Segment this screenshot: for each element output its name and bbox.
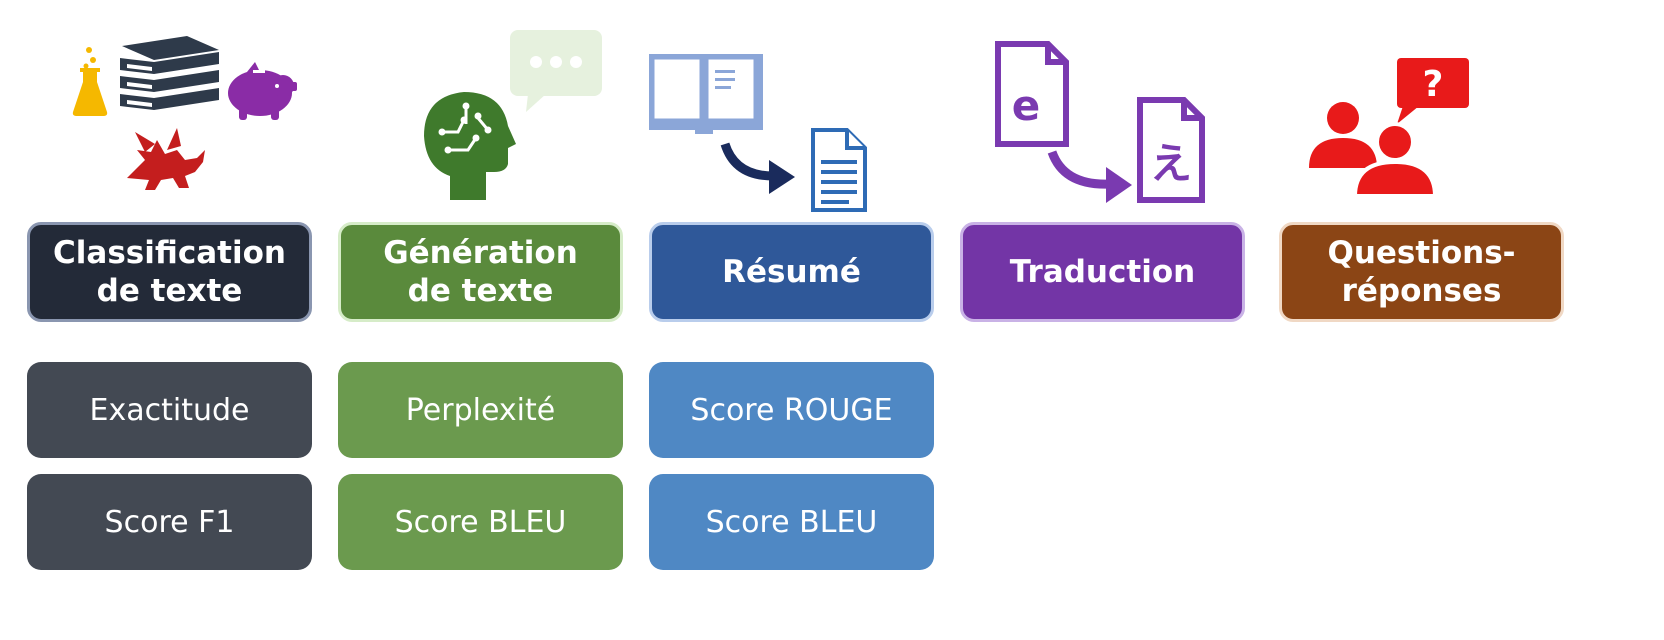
question-bubble-icon: ? bbox=[1397, 58, 1469, 124]
resume-icons bbox=[649, 0, 939, 215]
file-japanese-icon: え bbox=[1137, 97, 1205, 203]
metric-score-bleu-resume: Score BLEU bbox=[649, 474, 934, 570]
open-book-icon bbox=[649, 54, 763, 134]
file-e-icon: e bbox=[995, 41, 1069, 147]
metric-score-bleu-generation: Score BLEU bbox=[338, 474, 623, 570]
arrow-icon bbox=[720, 142, 795, 194]
svg-text:e: e bbox=[1012, 81, 1041, 130]
classification-icons bbox=[27, 0, 317, 215]
ai-head-icon bbox=[424, 92, 516, 200]
dragon-icon bbox=[127, 128, 205, 190]
task-title-resume: Résumé bbox=[649, 222, 934, 322]
people-icon bbox=[1309, 102, 1438, 198]
task-column-generation: Génération de texte Perplexité Score BLE… bbox=[338, 0, 628, 640]
arrow-icon bbox=[1047, 150, 1132, 203]
task-title-traduction: Traduction bbox=[960, 222, 1245, 322]
questions-icons: ? bbox=[1279, 0, 1569, 215]
books-icon bbox=[120, 36, 219, 110]
flask-icon bbox=[72, 47, 108, 116]
generation-icons bbox=[338, 0, 628, 215]
traduction-icons: e え bbox=[960, 0, 1250, 215]
metric-score-rouge: Score ROUGE bbox=[649, 362, 934, 458]
svg-text:?: ? bbox=[1423, 64, 1444, 105]
svg-text:え: え bbox=[1150, 139, 1192, 188]
speech-bubble-icon bbox=[510, 30, 602, 112]
metric-exactitude: Exactitude bbox=[27, 362, 312, 458]
metric-score-f1: Score F1 bbox=[27, 474, 312, 570]
metric-perplexite: Perplexité bbox=[338, 362, 623, 458]
task-title-classification: Classification de texte bbox=[27, 222, 312, 322]
task-column-resume: Résumé Score ROUGE Score BLEU bbox=[649, 0, 939, 640]
task-title-generation: Génération de texte bbox=[338, 222, 623, 322]
task-column-traduction: e え Traduction bbox=[960, 0, 1250, 640]
piggy-bank-icon bbox=[228, 62, 297, 120]
task-column-questions-reponses: ? Questions- réponses bbox=[1279, 0, 1569, 640]
document-icon bbox=[811, 128, 867, 212]
task-title-questions-reponses: Questions- réponses bbox=[1279, 222, 1564, 322]
task-column-classification: Classification de texte Exactitude Score… bbox=[27, 0, 317, 640]
